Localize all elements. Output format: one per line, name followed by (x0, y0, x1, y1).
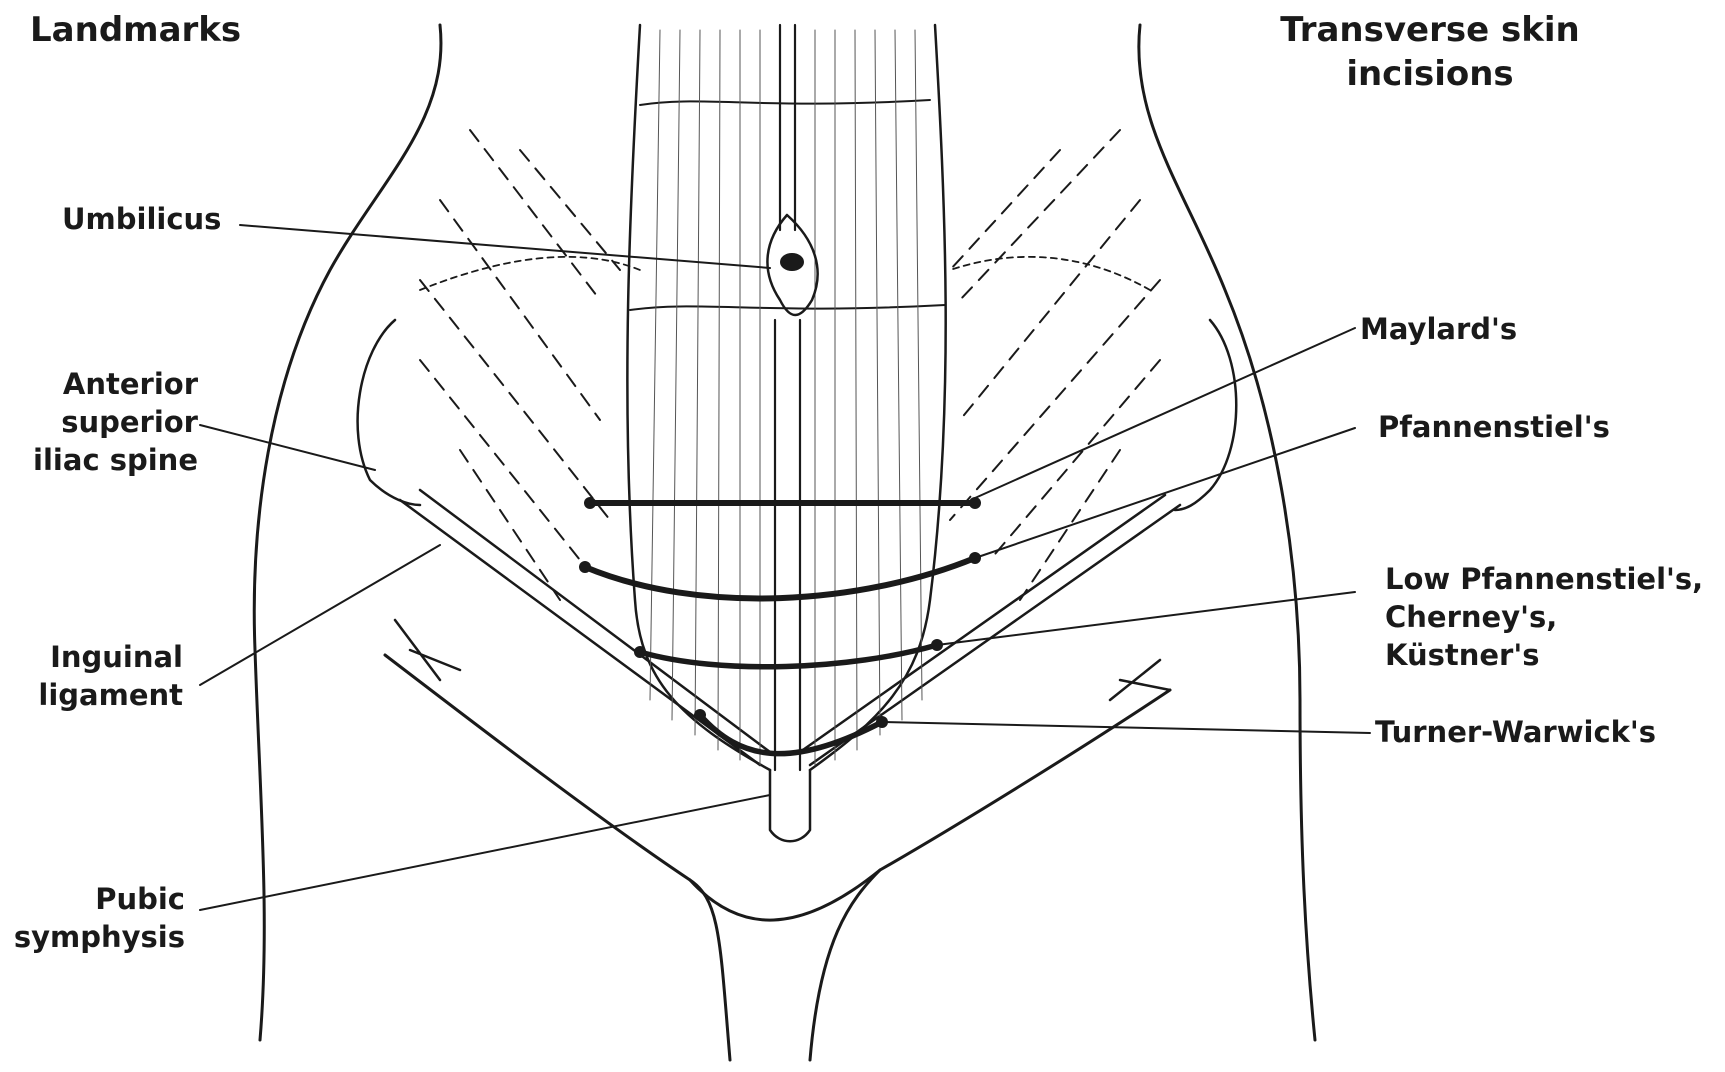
label-pfannenstiel: Pfannenstiel's (1378, 408, 1610, 446)
groin-crease-left (385, 655, 730, 1060)
linea-alba (775, 25, 800, 770)
leader-asis (200, 425, 375, 470)
body-outline-left (254, 25, 441, 1040)
rectus-fibers (650, 30, 922, 765)
maylard-end-left (584, 497, 596, 509)
label-pubic-line2: symphysis (10, 918, 185, 956)
incisions-header-line1: Transverse skin (1270, 8, 1590, 52)
pfannenstiel-end-left (579, 561, 591, 573)
incisions-header-line2: incisions (1270, 52, 1590, 96)
label-inguinal-ligament: Inguinal ligament (28, 638, 183, 714)
pubic-symphysis-shape (770, 770, 810, 841)
perineum-curve (690, 870, 880, 920)
low-pfannenstiel-incision (640, 645, 937, 667)
umbilicus-center (780, 253, 804, 271)
landmarks-header: Landmarks (30, 8, 241, 52)
thigh-branch-right (1110, 660, 1170, 700)
inguinal-ligament-left (400, 490, 770, 765)
iliac-crest-right-inner (950, 257, 1150, 290)
leader-maylard (975, 328, 1355, 498)
label-asis-line3: iliac spine (28, 441, 198, 479)
leader-pfannenstiel (975, 428, 1355, 558)
tendinous-intersection-1 (640, 100, 930, 105)
label-asis-line1: Anterior (28, 365, 198, 403)
body-outline-right (1139, 25, 1315, 1040)
leader-low-pfannenstiel (937, 592, 1355, 645)
oblique-hatching-left (420, 130, 620, 600)
label-low-line1: Low Pfannenstiel's, (1385, 560, 1703, 598)
label-inguinal-line2: ligament (28, 676, 183, 714)
label-turner-warwick: Turner-Warwick's (1375, 713, 1656, 751)
label-pubic-line1: Pubic (10, 880, 185, 918)
pfannenstiel-incision (585, 558, 975, 598)
leader-pubic (200, 795, 770, 910)
incisions-header: Transverse skin incisions (1270, 8, 1590, 96)
label-pubic-symphysis: Pubic symphysis (10, 880, 185, 956)
iliac-crest-left-inner (420, 257, 640, 290)
label-inguinal-line1: Inguinal (28, 638, 183, 676)
oblique-hatching-right (950, 130, 1160, 600)
label-maylard: Maylard's (1360, 310, 1517, 348)
label-low-line2: Cherney's, (1385, 598, 1703, 636)
iliac-crest-left (358, 320, 420, 505)
rectus-left-outline (627, 25, 770, 770)
leader-inguinal (200, 545, 440, 685)
turner-warwick-end-left (694, 709, 706, 721)
iliac-crest-right (1175, 320, 1236, 510)
label-asis: Anterior superior iliac spine (28, 365, 198, 479)
low-pfannenstiel-end-left (634, 646, 646, 658)
groin-crease-right (810, 690, 1170, 1060)
label-low-line3: Küstner's (1385, 636, 1703, 674)
label-asis-line2: superior (28, 403, 198, 441)
label-low-pfannenstiel: Low Pfannenstiel's, Cherney's, Küstner's (1385, 560, 1703, 674)
leader-umbilicus (240, 225, 770, 268)
label-umbilicus: Umbilicus (62, 200, 221, 238)
leader-turner-warwick (882, 722, 1370, 733)
